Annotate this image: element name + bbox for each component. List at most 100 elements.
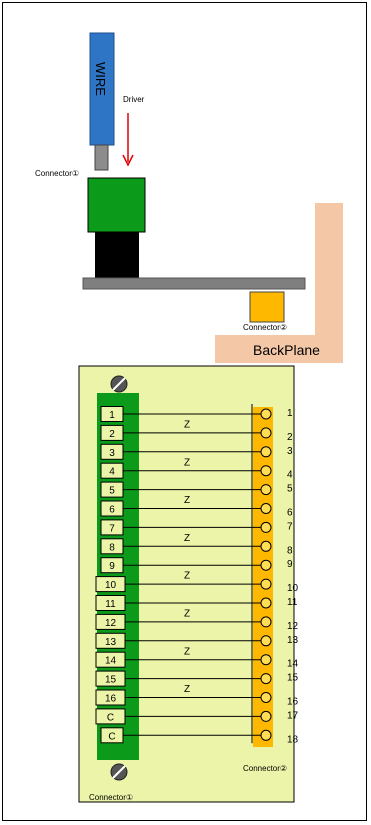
connector1-base [95, 232, 139, 278]
left-pin-label: 4 [109, 467, 115, 478]
right-pin-label: 3 [287, 446, 293, 457]
left-pin-box [100, 500, 124, 517]
left-pin-box [95, 708, 126, 725]
right-pin-label: 12 [287, 621, 299, 632]
right-pin-circle [260, 729, 272, 741]
right-pin-circle [260, 616, 272, 628]
left-pin-label: 15 [105, 675, 117, 686]
left-pin-label: 14 [105, 656, 117, 667]
left-pin-label: 16 [105, 694, 117, 705]
left-pin-box [100, 481, 124, 498]
twisted-pair-mark: Z [184, 419, 190, 430]
left-pin-label: 10 [105, 580, 117, 591]
twisted-pair-mark: Z [184, 533, 190, 544]
left-pin-box [100, 443, 124, 460]
left-pin-box [95, 576, 126, 593]
connector2-bottom-label: Connector② [243, 764, 287, 773]
left-pin-box [100, 406, 124, 422]
right-pin-label: 1 [287, 408, 293, 419]
left-pin-label: 1 [109, 410, 115, 421]
right-pin-label: 9 [287, 559, 293, 570]
connector1-top-label: Connector① [35, 169, 79, 178]
screw-bottom-icon [110, 763, 128, 781]
right-pin-label: 15 [287, 673, 299, 684]
right-pin-label: 8 [287, 545, 293, 556]
twisted-pair-mark: Z [184, 495, 190, 506]
right-pin-label: 5 [287, 484, 293, 495]
left-pin-label: 9 [109, 561, 115, 572]
right-pin-label: 11 [287, 597, 298, 608]
left-pin-box [95, 632, 126, 649]
terminal-row: 13 13 [95, 632, 299, 649]
left-pin-box [100, 424, 124, 441]
twisted-pair-mark: Z [184, 684, 190, 695]
right-pin-circle [260, 635, 272, 647]
left-pin-label: 11 [105, 599, 116, 610]
right-pin-label: 14 [287, 659, 299, 670]
backplane-label: BackPlane [253, 342, 320, 358]
twisted-pair-mark: Z [184, 457, 190, 468]
right-pin-label: 13 [287, 635, 299, 646]
right-pin-circle [260, 710, 272, 722]
right-pin-circle [260, 654, 272, 666]
right-pin-circle [260, 503, 272, 514]
left-pin-label: 2 [109, 429, 115, 440]
left-pin-label: C [107, 712, 114, 723]
right-pin-circle [260, 597, 272, 609]
left-pin-label: 7 [109, 523, 115, 534]
right-pin-circle [260, 408, 272, 420]
right-pin-label: 6 [287, 508, 293, 519]
backplane-horizontal [215, 335, 343, 363]
driver-label: Driver [123, 95, 145, 104]
terminal-row: C 17 [95, 708, 299, 725]
wire [89, 32, 115, 146]
twisted-pair-mark: Z [184, 646, 190, 657]
right-pin-circle [260, 540, 272, 552]
right-pin-circle [260, 673, 272, 685]
pcb-board [82, 277, 306, 290]
connector1-housing [87, 177, 146, 233]
right-pin-label: 18 [287, 734, 299, 745]
right-pin-circle [260, 427, 272, 439]
left-pin-box [100, 727, 124, 744]
left-pin-box [95, 651, 126, 668]
connector2-housing [249, 291, 285, 323]
terminal-row: 14 14 [95, 651, 299, 670]
left-pin-label: C [108, 731, 115, 742]
right-pin-circle [260, 692, 272, 703]
wire-pin [94, 144, 109, 171]
left-pin-label: 12 [105, 618, 117, 629]
left-pin-label: 13 [105, 637, 117, 648]
right-pin-circle [260, 559, 272, 571]
screw-top-icon [110, 375, 128, 393]
right-pin-label: 2 [287, 432, 293, 443]
connector2-top-label: Connector② [243, 323, 287, 332]
left-pin-box [95, 613, 126, 630]
terminal-row: C 18 [100, 727, 299, 745]
left-pin-label: 8 [109, 542, 115, 553]
right-pin-label: 16 [287, 697, 299, 708]
right-pin-circle [260, 465, 272, 477]
right-pin-label: 17 [287, 710, 299, 721]
twisted-pair-mark: Z [184, 608, 190, 619]
terminal-row: 11 11 [95, 595, 298, 611]
right-pin-circle [260, 446, 272, 458]
right-pin-label: 4 [287, 470, 293, 481]
right-pin-circle [260, 484, 272, 496]
wire-label: WIRE [93, 62, 108, 96]
twisted-pair-mark: Z [184, 571, 190, 582]
left-pin-box [95, 670, 126, 687]
left-pin-box [95, 689, 126, 706]
left-pin-label: 5 [109, 486, 115, 497]
